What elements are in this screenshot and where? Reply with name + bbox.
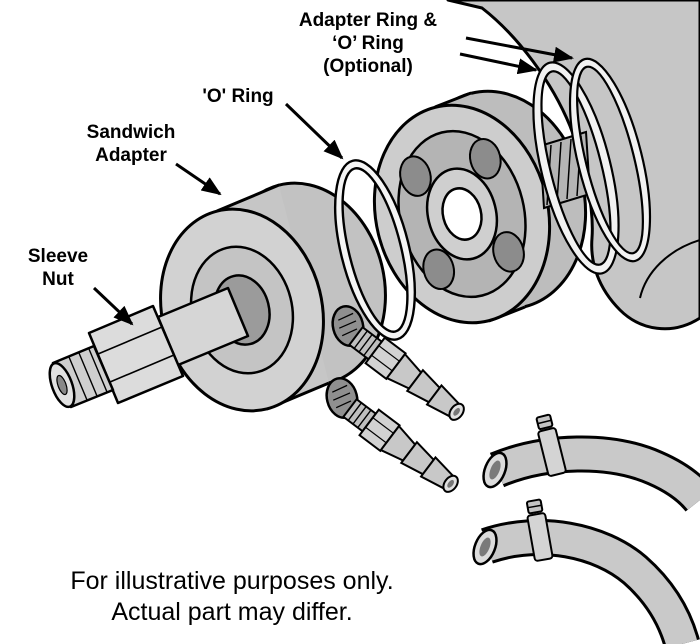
hose-clamp-upper [535,413,567,477]
label-line: Nut [42,268,74,290]
label-sandwich-adapter: Sandwich Adapter [76,122,186,168]
label-sleeve-nut: Sleeve Nut [16,246,100,292]
disclaimer-line: For illustrative purposes only. [70,567,394,595]
label-line: Adapter [95,144,167,166]
hose-lower [472,498,700,644]
hose-upper [482,413,700,513]
label-line: Adapter Ring & [298,10,438,31]
label-line: 'O' Ring [202,86,274,107]
sandwich-adapter [159,181,387,419]
arrow-adapter-ring [459,52,538,75]
arrow-sandwich-adapter [175,162,222,196]
o-ring [334,159,416,341]
disclaimer-line: Actual part may differ. [111,598,353,627]
arrow-optional-o-ring [465,36,574,63]
label-line: ‘O’ Ring [332,32,404,54]
label-line: (Optional) [323,55,413,77]
label-o-ring: 'O' Ring [186,86,290,109]
optional-o-ring [568,57,652,263]
arrow-o-ring [284,102,344,160]
disclaimer-text: For illustrative purposes only. Actual p… [32,566,432,629]
adapter-ring [532,61,620,275]
callout-arrows [92,36,574,326]
hose-clamp-lower [525,498,554,562]
hose-barb-fitting-upper [347,325,465,421]
arrow-sleeve-nut [92,286,134,326]
label-line: Sleeve [27,246,89,267]
filter-mount-plate [372,89,588,325]
sleeve-nut [48,286,250,409]
label-line: Sandwich [86,122,176,143]
hose-barb-fitting-lower [341,397,459,493]
label-adapter-ring: Adapter Ring & ‘O’ Ring (Optional) [252,10,484,78]
